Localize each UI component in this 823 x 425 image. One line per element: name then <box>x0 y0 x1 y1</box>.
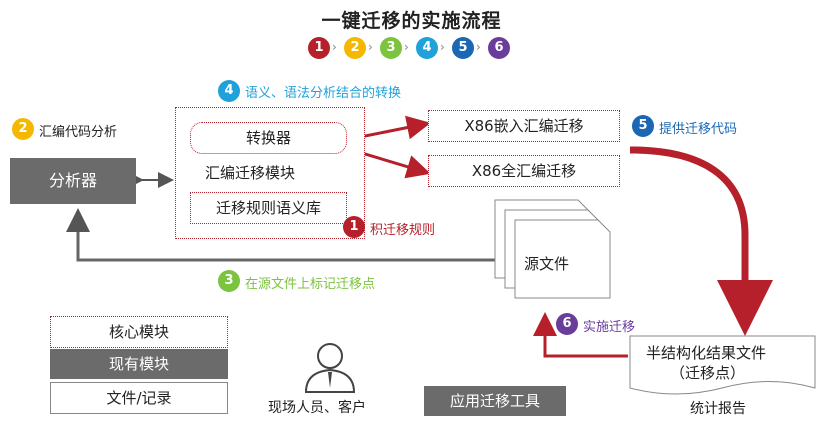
page-title: 一键迁移的实施流程 <box>321 10 502 32</box>
step-2-label: 汇编代码分析 <box>39 125 118 140</box>
step-sequence-4: 4 <box>416 37 438 59</box>
step-1-label: 积迁移规则 <box>370 223 436 238</box>
sequence-arrow-icon: › <box>368 40 373 54</box>
source-file-label: 源文件 <box>524 255 570 273</box>
source-file-stack <box>494 199 611 299</box>
sequence-arrow-icon: › <box>404 40 409 54</box>
step-sequence-2: 2 <box>344 37 366 59</box>
x86-embedded-migration-node: X86嵌入汇编迁移 <box>428 110 620 142</box>
step-6-badge: 6 <box>556 313 578 335</box>
step-5-badge: 5 <box>632 115 654 137</box>
step-2-badge: 2 <box>12 118 34 140</box>
step-4-label: 语义、语法分析结合的转换 <box>245 86 402 101</box>
result-file-sublabel: （迁移点） <box>670 364 746 382</box>
step-4-badge: 4 <box>218 80 240 102</box>
sequence-arrow-icon: › <box>332 40 337 54</box>
step-sequence: 1 › 2 › 3 › 4 › 5 › 6 <box>308 37 528 63</box>
converter-node: 转换器 <box>190 122 347 154</box>
x86-full-migration-node: X86全汇编迁移 <box>428 155 620 187</box>
analyzer-node: 分析器 <box>10 158 136 204</box>
person-icon <box>304 343 356 393</box>
source-to-analyzer-path <box>66 208 495 262</box>
rule-library-node: 迁移规则语义库 <box>190 192 347 224</box>
step-sequence-3: 3 <box>380 37 402 59</box>
sequence-arrow-icon: › <box>476 40 481 54</box>
step-3-badge: 3 <box>218 270 240 292</box>
step-sequence-1: 1 <box>308 37 330 59</box>
legend-core-module: 核心模块 <box>50 316 228 348</box>
report-label: 统计报告 <box>690 401 746 417</box>
legend-file-record: 文件/记录 <box>50 382 228 414</box>
step-6-label: 实施迁移 <box>583 320 636 335</box>
step-3-label: 在源文件上标记迁移点 <box>245 277 376 292</box>
sequence-arrow-icon: › <box>440 40 445 54</box>
result-file-shape <box>629 335 816 395</box>
legend-person-label: 现场人员、客户 <box>268 400 366 416</box>
step-sequence-5: 5 <box>452 37 474 59</box>
provide-code-arrow <box>629 146 773 336</box>
result-file-label: 半结构化结果文件 <box>646 344 767 362</box>
step-5-label: 提供迁移代码 <box>659 122 738 137</box>
asm-module-label: 汇编迁移模块 <box>205 164 296 182</box>
step-sequence-6: 6 <box>488 37 510 59</box>
legend-tool: 应用迁移工具 <box>424 386 566 416</box>
step-1-badge: 1 <box>343 216 365 238</box>
legend-existing-module: 现有模块 <box>50 349 228 379</box>
apply-migration-path <box>533 312 628 358</box>
